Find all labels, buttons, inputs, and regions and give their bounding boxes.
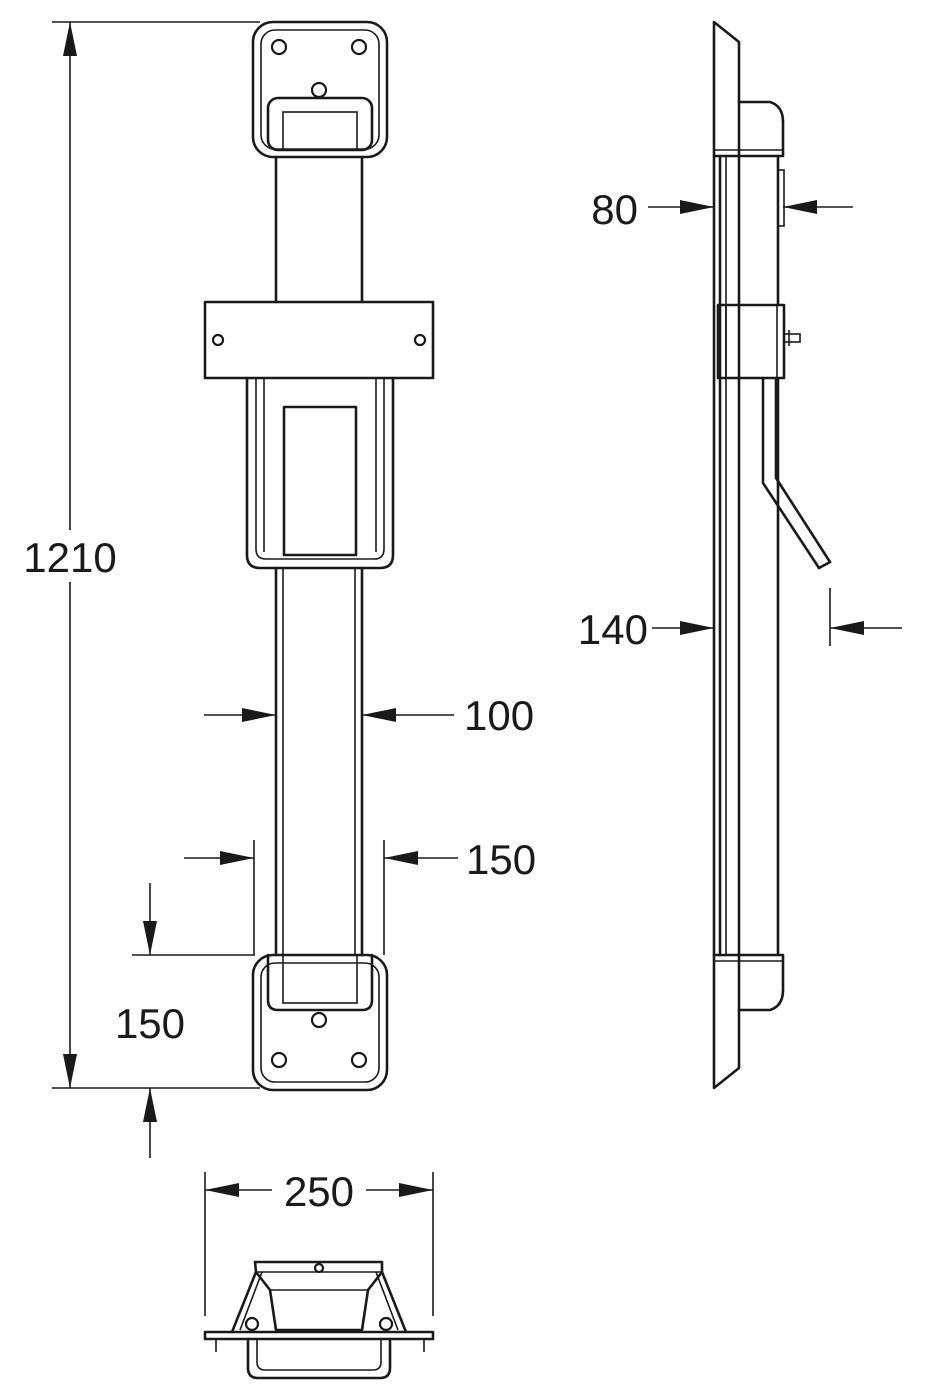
dim-label-140: 140 bbox=[578, 606, 648, 653]
dimension-handle-depth: 140 bbox=[578, 588, 902, 653]
lower-tube bbox=[274, 566, 364, 957]
dim-label-100: 100 bbox=[464, 692, 534, 739]
dimension-frame-width: 150 bbox=[184, 836, 536, 955]
dimension-overall-height: 1210 bbox=[18, 21, 260, 1089]
clamp-plate bbox=[203, 300, 435, 380]
upper-tube bbox=[274, 155, 364, 304]
dimension-wall-depth: 80 bbox=[591, 156, 853, 233]
side-view bbox=[712, 20, 832, 1090]
dimension-base-width: 250 bbox=[204, 1168, 434, 1316]
dim-label-250: 250 bbox=[284, 1168, 354, 1215]
front-view bbox=[203, 20, 435, 1092]
top-mount-plate bbox=[251, 20, 389, 159]
dimension-bottom-offset: 150 bbox=[115, 883, 255, 1158]
dimension-tube-width: 100 bbox=[204, 692, 534, 739]
dim-label-1210: 1210 bbox=[23, 534, 116, 581]
dim-label-150-offset: 150 bbox=[115, 1000, 185, 1047]
bottom-mount-plate bbox=[251, 953, 389, 1092]
plan-view bbox=[203, 1260, 435, 1380]
support-frame bbox=[245, 376, 395, 570]
dim-label-80: 80 bbox=[591, 186, 638, 233]
dim-label-150-frame: 150 bbox=[466, 836, 536, 883]
